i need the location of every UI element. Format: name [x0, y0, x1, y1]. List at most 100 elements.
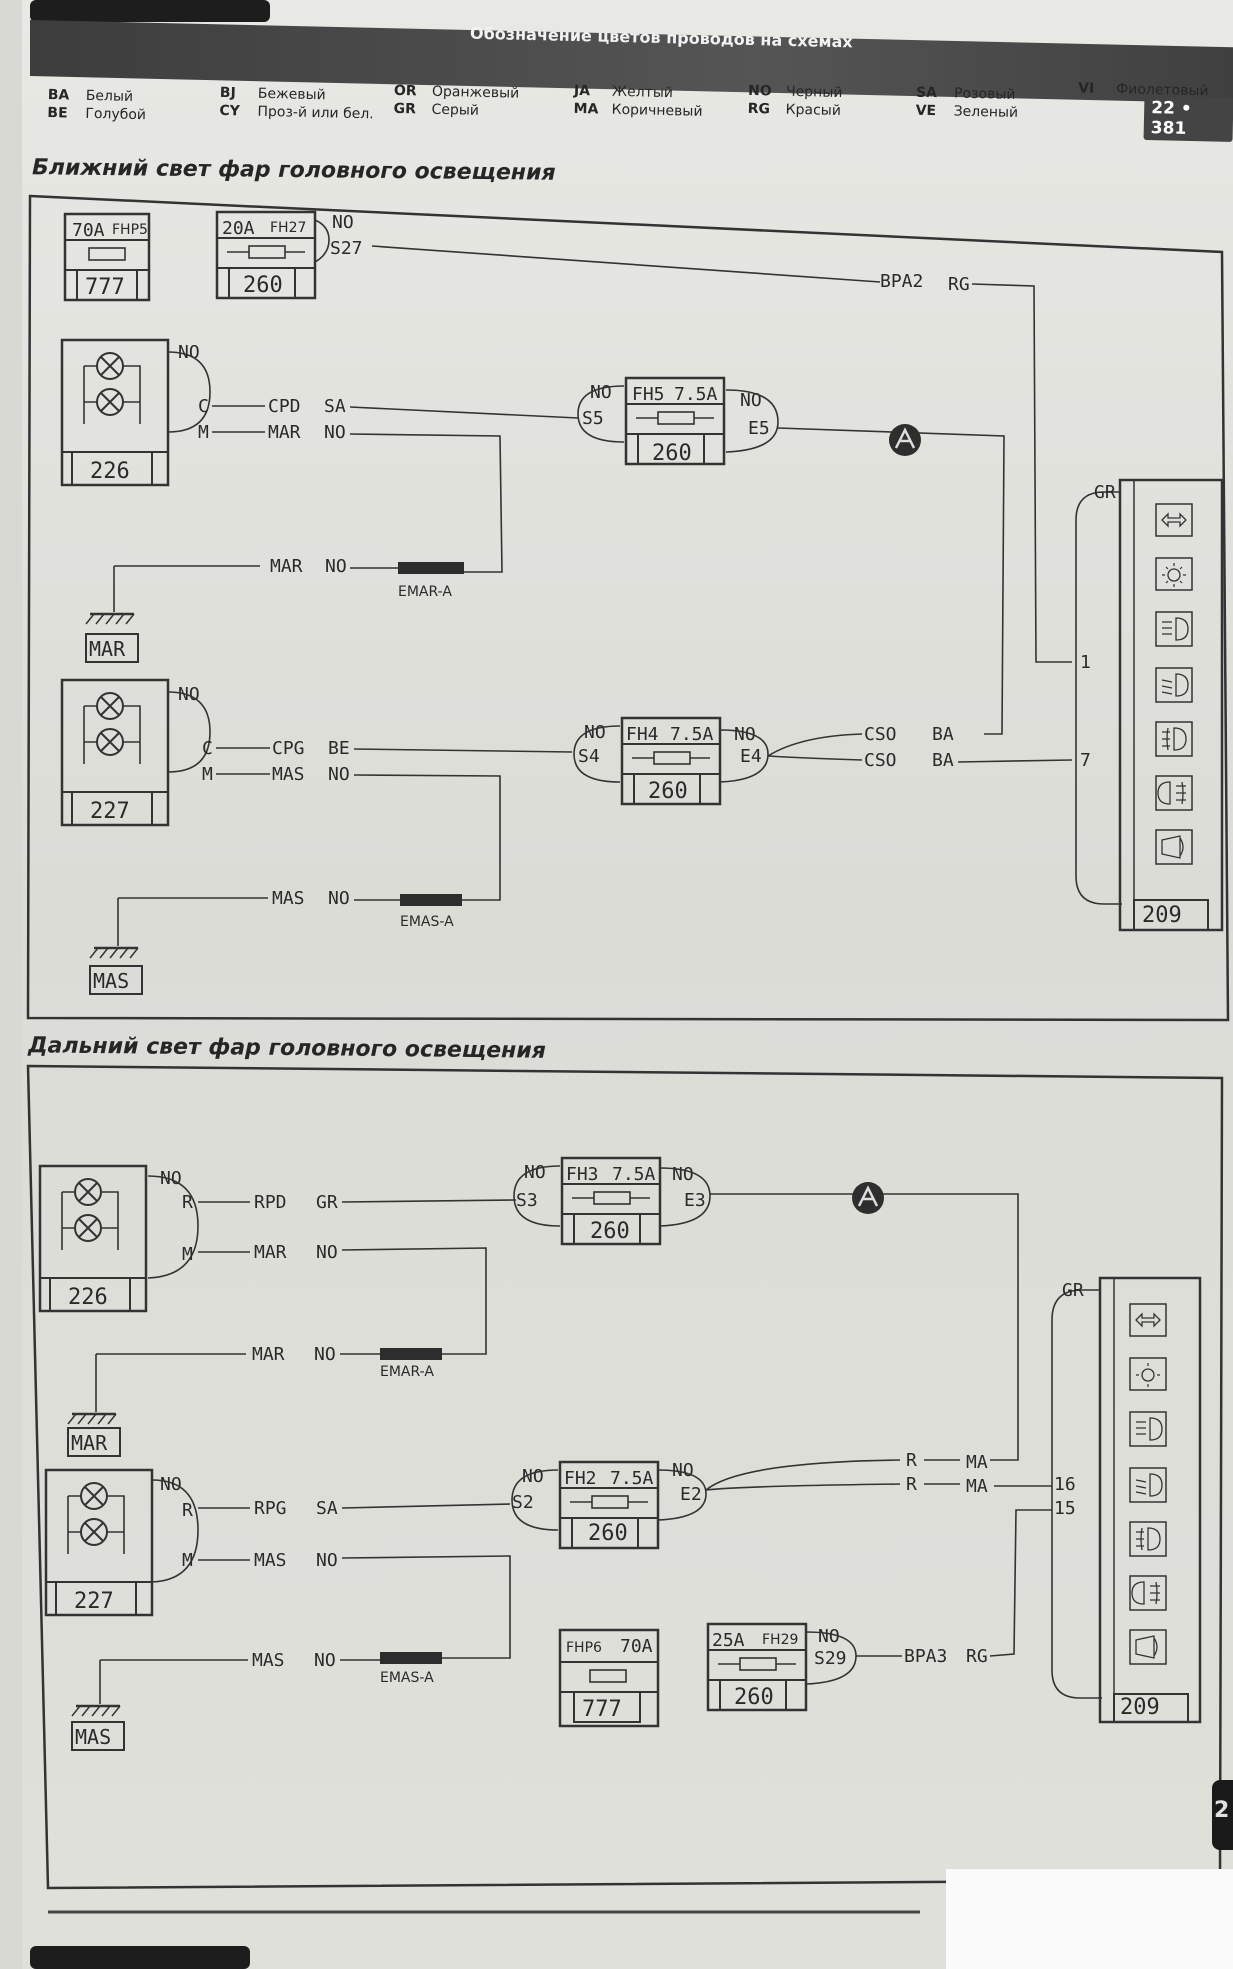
fh29-rating: 25A	[712, 1630, 745, 1651]
wire-bpa2-label: BPA2	[880, 271, 923, 292]
fh29-name: FH29	[762, 1632, 798, 1648]
lamp-226-pin-m: M	[198, 422, 209, 443]
fh27-rating: 20A	[222, 218, 255, 239]
fh3-out-color: NO	[672, 1164, 694, 1185]
fh29-box: 260	[734, 1685, 774, 1710]
lamp-226-hi-pin-r: R	[182, 1192, 193, 1213]
ground-mar-hi-label: MAR	[71, 1431, 108, 1455]
fh3-box: 260	[590, 1219, 630, 1244]
high-beam-icon	[1129, 1411, 1167, 1447]
panel-209-pin15: 15	[1054, 1498, 1076, 1519]
panel-209-gr: GR	[1094, 482, 1116, 503]
position-light-icon	[1155, 557, 1193, 591]
lamp-227-hi-pin-r: R	[182, 1500, 193, 1521]
fh27-pin: S27	[330, 238, 363, 259]
fh4-out-pin: E4	[740, 746, 762, 767]
lamp-227-hi-no: NO	[160, 1474, 182, 1495]
fh2-name: FH2	[564, 1468, 597, 1489]
ground-icon	[84, 612, 136, 626]
front-fog-icon	[1155, 721, 1193, 757]
turn-signal-icon	[1129, 1303, 1167, 1337]
ground-mas-hi-label: MAS	[75, 1725, 111, 1749]
turn-signal-icon	[1155, 503, 1193, 537]
fhp5-box: 777	[85, 275, 125, 300]
panel-209-hi-gr: GR	[1062, 1280, 1084, 1301]
wire-r-1: R	[906, 1450, 917, 1471]
wire-cpd-color: SA	[324, 396, 346, 417]
ground-icon	[66, 1412, 118, 1426]
wire-mas-hi-ground: MAS	[252, 1650, 285, 1671]
ground-icon	[70, 1704, 122, 1718]
horn-icon	[1129, 1629, 1167, 1665]
fh2-in-pin: S2	[512, 1492, 534, 1513]
wire-cso-1-color: BA	[932, 724, 954, 745]
fh4-rating: 7.5A	[670, 724, 714, 745]
panel-209-hi-id: 209	[1120, 1695, 1160, 1720]
panel-209-pin1: 1	[1080, 652, 1091, 673]
wire-mar: MAR	[268, 422, 301, 443]
lamp-227-pin-m: M	[202, 764, 213, 785]
fh2-out-pin: E2	[680, 1484, 702, 1505]
wire-mar-ground-color: NO	[325, 556, 347, 577]
wire-rpd: RPD	[254, 1192, 287, 1213]
ground-point-icon	[850, 1180, 886, 1216]
wire-mar-hi-color: NO	[316, 1242, 338, 1263]
wire-rpg-color: SA	[316, 1498, 338, 1519]
wire-cso-2-color: BA	[932, 750, 954, 771]
fh29-wire: NO	[818, 1626, 840, 1647]
wire-mas-hi-color: NO	[316, 1550, 338, 1571]
fh27-wire: NO	[332, 212, 354, 233]
panel-209-pin16: 16	[1054, 1474, 1076, 1495]
wire-mas-color: NO	[328, 764, 350, 785]
fh27-name: FH27	[270, 220, 306, 236]
wire-mas-hi-ground-color: NO	[314, 1650, 336, 1671]
wire-bpa3-color: RG	[966, 1646, 988, 1667]
fhp6-rating: 70A	[620, 1636, 653, 1657]
wire-cso-1: CSO	[864, 724, 897, 745]
wire-mar-hi-ground-color: NO	[314, 1344, 336, 1365]
wire-mar-ground: MAR	[270, 556, 303, 577]
fh5-out-pin: E5	[748, 418, 770, 439]
fh5-in-color: NO	[590, 382, 612, 403]
wire-bpa2	[371, 245, 881, 283]
splice-emas-a-hi-label: EMAS-A	[380, 1670, 434, 1686]
splice-emar-a-hi	[380, 1348, 442, 1360]
splice-emar-a-hi-label: EMAR-A	[380, 1364, 434, 1380]
binder-clip-bottom	[30, 1946, 250, 1969]
ground-mar-label: MAR	[89, 637, 126, 661]
fh4-in-pin: S4	[578, 746, 600, 767]
fh2-out-color: NO	[672, 1460, 694, 1481]
fh27-box: 260	[243, 273, 283, 298]
horn-icon	[1155, 829, 1193, 865]
fhp5-rating: 70A	[72, 220, 105, 241]
fh2-box: 260	[588, 1521, 628, 1546]
wire-cpd: CPD	[268, 396, 301, 417]
wire-mas: MAS	[272, 764, 305, 785]
instrument-panel-209-hi	[1098, 1276, 1202, 1724]
position-light-icon	[1129, 1357, 1167, 1391]
high-beam-icon	[1155, 611, 1193, 647]
wire-mas-ground-color: NO	[328, 888, 350, 909]
lamp-227-id: 227	[90, 799, 130, 824]
fhp6-name: FHP6	[566, 1640, 602, 1656]
wire-rpg: RPG	[254, 1498, 287, 1519]
wire-cpg-color: BE	[328, 738, 350, 759]
lamp-226-hi-no: NO	[160, 1168, 182, 1189]
fh5-rating: 7.5A	[674, 384, 718, 405]
ground-point-icon	[887, 422, 923, 458]
lamp-226-pin-c: C	[198, 396, 209, 417]
diagram1-frame	[26, 194, 1230, 1022]
wire-cso-2: CSO	[864, 750, 897, 771]
fh2-rating: 7.5A	[610, 1468, 654, 1489]
panel-209-id: 209	[1142, 903, 1182, 928]
redaction-box	[946, 1869, 1233, 1969]
lamp-226-id: 226	[90, 459, 130, 484]
fh5-out-color: NO	[740, 390, 762, 411]
lamp-227-pin-c: C	[202, 738, 213, 759]
wire-cpg: CPG	[272, 738, 305, 759]
front-fog-icon	[1129, 1521, 1167, 1557]
lamp-226-hi-pin-m: M	[182, 1244, 193, 1265]
wire-bpa2-color: RG	[948, 274, 970, 295]
fh5-in-pin: S5	[582, 408, 604, 429]
